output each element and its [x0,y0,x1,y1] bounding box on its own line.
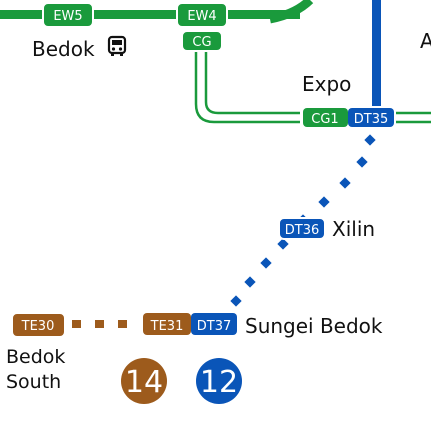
dt-line [230,0,381,307]
dt-line-dashes-lower [230,238,289,307]
badge-te31-label: TE31 [150,319,184,334]
dt-dash [364,134,376,146]
bus-icon [107,35,127,56]
badge-cg-label: CG [192,35,211,50]
badge-cg1-label: CG1 [311,112,338,127]
ew-line [0,0,314,24]
station-label-bedok-south-line1: Bedok [6,346,65,368]
cg-line-track-outer [194,48,305,124]
badge-te30: TE30 [11,312,66,338]
te-dash [72,320,81,328]
cut-off-label: A [420,29,431,53]
station-label-expo: Expo [302,72,351,96]
te-dash [95,320,104,328]
badge-dt36-label: DT36 [285,223,320,238]
ew-line-curve [269,0,314,24]
badge-cg1-dt35: CG1 DT35 [300,106,396,129]
te-line [72,320,127,328]
badge-cg: CG [181,30,223,52]
dt-dash [230,295,242,307]
route-marker-14-label: 14 [125,365,163,400]
badge-ew4: EW4 [176,2,228,28]
badge-ew4-label: EW4 [187,9,216,24]
dt-dash [339,177,351,189]
station-label-bedok: Bedok [32,37,95,61]
badge-dt37-label: DT37 [197,319,232,334]
badge-ew5: EW5 [42,2,94,28]
dt-dash [356,156,368,168]
station-label-xilin: Xilin [332,217,375,241]
dt-dash [318,196,330,208]
cg-line [194,48,431,124]
dt-dash [244,276,256,288]
station-label-sungei-bedok: Sungei Bedok [245,314,383,338]
badge-ew5-label: EW5 [53,9,82,24]
dt-line-dashes-upper [297,134,376,226]
badge-te31-dt37: TE31 DT37 [140,311,240,337]
badge-dt35-label: DT35 [354,112,389,127]
badge-dt36: DT36 [278,217,326,240]
route-marker-12-label: 12 [200,365,238,400]
cg-line-track-inner [204,48,305,115]
station-label-bedok-south-line2: South [6,371,61,393]
badge-te30-label: TE30 [21,319,55,334]
dt-dash [277,238,289,250]
dt-line-track-vertical [372,0,381,110]
route-marker-14: 14 [121,358,167,404]
te-dash [118,320,127,328]
route-marker-12: 12 [196,358,242,404]
ew-line-track [0,10,300,19]
dt-dash [260,257,272,269]
